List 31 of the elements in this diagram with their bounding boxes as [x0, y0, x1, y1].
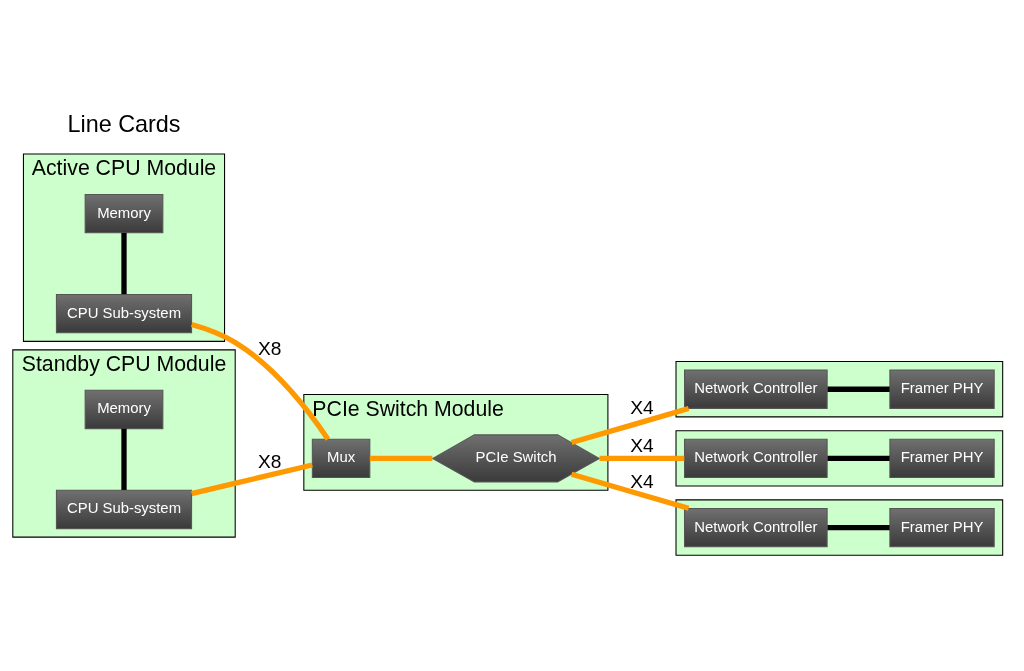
edge-label: X4 [630, 435, 654, 457]
node-box: Framer PHY [889, 438, 995, 479]
edge-label: X4 [630, 397, 654, 419]
connector [191, 462, 313, 497]
node-box: CPU Sub-system [55, 294, 193, 334]
cluster [675, 499, 1004, 556]
connector [599, 455, 685, 462]
node-box: CPU Sub-system [55, 489, 193, 530]
node-box: Network Controller [684, 438, 828, 479]
connector [369, 455, 433, 462]
connector [570, 471, 690, 511]
connector [190, 321, 331, 441]
connector [121, 428, 127, 490]
edge-label: X8 [258, 337, 282, 359]
connector [827, 524, 890, 531]
cluster [675, 430, 1004, 487]
node-box: Framer PHY [889, 369, 995, 409]
node-box: Framer PHY [889, 507, 995, 548]
label: Line Cards [67, 111, 181, 138]
node-box: Mux [311, 438, 371, 479]
connector [121, 232, 127, 295]
cluster [675, 361, 1004, 418]
node-box: Memory [84, 194, 164, 234]
connector [827, 386, 890, 392]
node-box: Network Controller [684, 507, 828, 548]
node-box: Memory [84, 389, 164, 430]
connector [827, 455, 890, 462]
edge-label: X8 [258, 451, 282, 473]
edge-label: X4 [630, 470, 654, 492]
node-box: Network Controller [684, 369, 828, 409]
connector [570, 405, 690, 446]
